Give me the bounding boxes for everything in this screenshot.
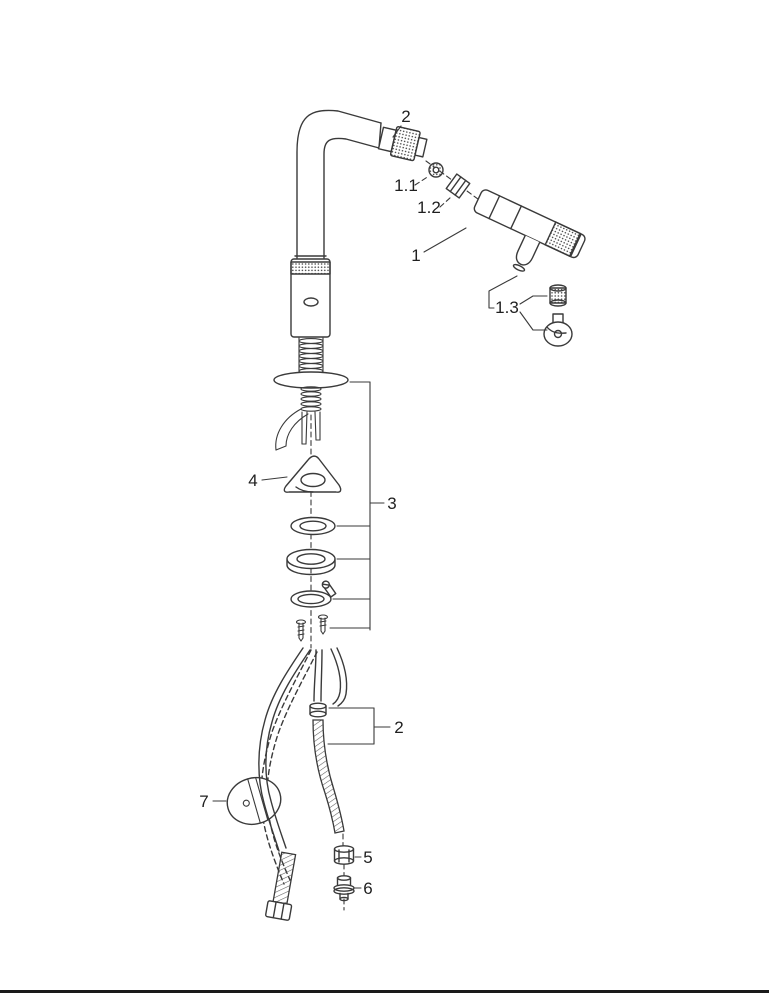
base-washer bbox=[286, 548, 336, 576]
pull-out-hose bbox=[260, 649, 318, 885]
label-dock-set: 1.3 bbox=[495, 298, 519, 317]
supply-hose-left-braided-end bbox=[265, 851, 297, 921]
label-check-valve: 6 bbox=[363, 879, 372, 898]
check-valve bbox=[333, 875, 355, 902]
dock-pin bbox=[549, 284, 567, 307]
part-labels: 2 1.1 1.2 1 1.3 4 3 2 7 5 6 bbox=[199, 107, 519, 898]
supply-hose-center bbox=[313, 647, 348, 707]
label-mounting-kit: 3 bbox=[387, 494, 396, 513]
mounting-screws bbox=[295, 614, 329, 642]
bottom-rule bbox=[0, 990, 769, 993]
label-spray-head: 1 bbox=[411, 246, 420, 265]
clamp-ring bbox=[290, 580, 337, 608]
hose-connector-nut bbox=[309, 702, 327, 718]
shank bbox=[275, 386, 322, 451]
faucet-grip bbox=[290, 255, 331, 338]
label-aerator-adapter: 1.2 bbox=[417, 198, 441, 217]
spray-head bbox=[473, 189, 586, 272]
dock-holder bbox=[543, 313, 573, 347]
label-hose-set: 2 bbox=[394, 718, 403, 737]
aerator-seal bbox=[428, 162, 444, 178]
label-spout-end: 2 bbox=[401, 107, 410, 126]
aerator-adapter bbox=[445, 173, 471, 199]
center-hose-braided bbox=[312, 719, 345, 834]
label-hose-weight: 7 bbox=[199, 792, 208, 811]
leader-lines bbox=[212, 125, 548, 889]
label-aerator-seal: 1.1 bbox=[394, 176, 418, 195]
stabilizer-wedge bbox=[283, 455, 342, 493]
label-union-nut: 5 bbox=[363, 848, 372, 867]
base-flange bbox=[273, 371, 349, 389]
bellows-connector bbox=[298, 337, 324, 377]
label-stabilizer: 4 bbox=[248, 471, 257, 490]
o-ring bbox=[290, 516, 336, 536]
spout-coupling bbox=[377, 126, 428, 162]
faucet-spout bbox=[296, 109, 382, 259]
union-nut bbox=[333, 845, 355, 865]
supply-hose-left bbox=[258, 647, 311, 852]
